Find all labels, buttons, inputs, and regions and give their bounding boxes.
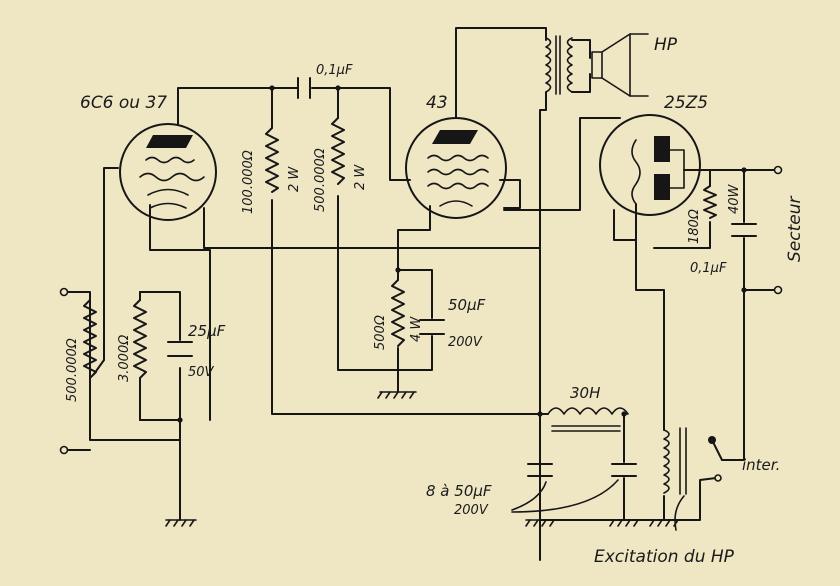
ground-icon bbox=[377, 391, 417, 399]
plate-resistor-watts: 2 W bbox=[287, 166, 302, 192]
bias-resistor-label: 3.000Ω bbox=[117, 335, 132, 382]
tube-25z5-anode-2 bbox=[654, 174, 670, 200]
power-switch bbox=[708, 436, 723, 482]
tube-6c6-suppressor-grid bbox=[145, 156, 195, 164]
tube-25z5 bbox=[599, 114, 701, 216]
potentiometer-label: 500.000Ω bbox=[65, 338, 80, 402]
speaker-icon bbox=[591, 33, 649, 97]
bias-capacitor-label: 25µF bbox=[188, 322, 226, 340]
cathode-resistor-label: 500Ω bbox=[373, 315, 388, 350]
tube-43-grid-3 bbox=[427, 182, 489, 190]
cathode-capacitor-voltage: 200V bbox=[448, 335, 483, 350]
line-capacitor-label: 0,1µF bbox=[690, 261, 727, 276]
tube-43-grid-2 bbox=[427, 168, 489, 176]
tube-43-grid-1 bbox=[427, 154, 489, 162]
choke bbox=[547, 407, 629, 432]
tube-43-label: 43 bbox=[426, 93, 448, 113]
grid-resistor-watts: 2 W bbox=[353, 164, 368, 190]
plate-resistor bbox=[265, 127, 279, 193]
filter-capacitor-voltage: 200V bbox=[454, 503, 489, 518]
field-coil bbox=[663, 427, 687, 495]
tube-6c6-heater bbox=[149, 202, 187, 209]
heater-resistor bbox=[703, 185, 717, 219]
cathode-resistor-watts: 4 W bbox=[409, 316, 424, 342]
tube-6c6-plate bbox=[146, 135, 193, 148]
field-coil-label: Excitation du HP bbox=[594, 547, 735, 567]
cathode-capacitor-label: 50µF bbox=[448, 296, 486, 314]
plate-resistor-label: 100.000Ω bbox=[241, 150, 256, 214]
tube-25z5-anode-1 bbox=[654, 136, 670, 162]
ground-icon bbox=[649, 519, 681, 527]
tube-6c6 bbox=[119, 123, 217, 221]
tube-43 bbox=[405, 117, 507, 219]
bias-resistor bbox=[133, 299, 147, 421]
cathode-resistor bbox=[391, 279, 405, 347]
mains-label: Secteur bbox=[785, 196, 805, 262]
input-terminal-2 bbox=[59, 445, 69, 455]
coupling-capacitor bbox=[297, 77, 311, 99]
speaker-label: HP bbox=[654, 35, 678, 55]
mains-terminal-1 bbox=[773, 165, 783, 175]
wiring bbox=[63, 27, 779, 561]
tube-6c6-control-grid bbox=[139, 172, 205, 182]
tube-25z5-label: 25Z5 bbox=[664, 93, 708, 113]
coupling-capacitor-label: 0,1µF bbox=[316, 63, 353, 78]
ground-icon bbox=[165, 519, 197, 527]
heater-resistor-watts: 40W bbox=[727, 183, 742, 214]
mains-terminal-2 bbox=[773, 285, 783, 295]
tube-43-cathode bbox=[439, 200, 473, 207]
tube-6c6-cathode bbox=[147, 188, 189, 196]
cathode-capacitor bbox=[419, 319, 445, 335]
bias-capacitor bbox=[167, 341, 193, 357]
tube-6c6-label: 6C6 ou 37 bbox=[80, 93, 167, 113]
grid-resistor bbox=[331, 117, 345, 185]
bias-capacitor-voltage: 50V bbox=[188, 365, 215, 380]
switch-label: inter. bbox=[742, 456, 780, 474]
ground-icon bbox=[609, 519, 641, 527]
output-transformer bbox=[545, 35, 573, 95]
potentiometer bbox=[83, 299, 97, 379]
filter-capacitor-2 bbox=[611, 463, 637, 477]
tube-25z5-heater bbox=[631, 139, 641, 205]
filter-capacitor-label: 8 à 50µF bbox=[426, 482, 492, 500]
grid-resistor-label: 500.000Ω bbox=[313, 148, 328, 212]
choke-label: 30H bbox=[570, 384, 600, 402]
filter-capacitor-1 bbox=[527, 463, 553, 477]
tube-43-plate bbox=[432, 130, 478, 144]
input-terminal-1 bbox=[59, 287, 69, 297]
ground-icon bbox=[525, 519, 557, 527]
heater-resistor-label: 180Ω bbox=[687, 209, 702, 244]
line-capacitor bbox=[731, 223, 757, 237]
